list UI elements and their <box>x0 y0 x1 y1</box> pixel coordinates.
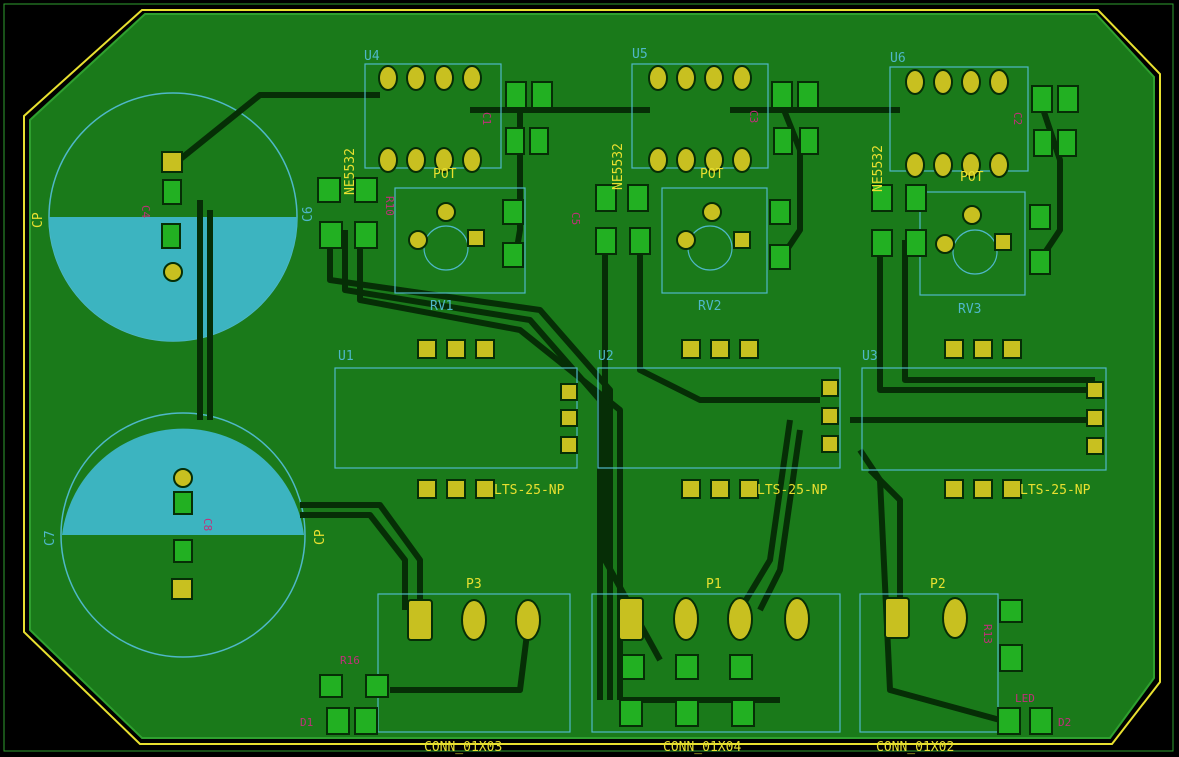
ic-ref-u5: U5 <box>632 47 648 62</box>
cap-c7-outline <box>60 412 306 658</box>
cap-c3-ref: C3 <box>747 110 760 123</box>
ic-pads <box>163 65 1009 488</box>
smd-pads <box>161 81 1079 735</box>
cap-c4-value: CP <box>31 212 46 228</box>
cap-c8-ref: C8 <box>201 518 214 531</box>
ic-ref-u4: U4 <box>364 49 380 64</box>
conn-value-p2: CONN_01X02 <box>876 740 954 755</box>
ic-value-u4: NE5532 <box>343 148 358 195</box>
cap-c5-ref: C5 <box>569 212 582 225</box>
board-frame <box>3 3 1174 752</box>
diode-d2-ref: D2 <box>1058 716 1071 729</box>
conn-ref-p2: P2 <box>930 577 946 592</box>
diode-d1-ref: D1 <box>300 716 313 729</box>
pot-value-rv1: POT <box>433 167 457 182</box>
cap-c1-ref: C1 <box>480 112 493 125</box>
ic-ref-u6: U6 <box>890 51 906 66</box>
ic-value-u6: NE5532 <box>871 145 886 192</box>
conn-value-p1: CONN_01X04 <box>663 740 741 755</box>
cap-c2-ref: C2 <box>1011 112 1024 125</box>
led-ref: LED <box>1015 692 1035 705</box>
sensor-value-u3: LTS-25-NP <box>1020 483 1091 498</box>
res-r16-ref: R16 <box>340 654 360 667</box>
ic-value-u5: NE5532 <box>611 143 626 190</box>
sensor-value-u1: LTS-25-NP <box>494 483 565 498</box>
pot-ref-rv2: RV2 <box>698 299 721 314</box>
pot-value-rv2: POT <box>700 167 724 182</box>
sensor-ref-u2: U2 <box>598 349 614 364</box>
tracks <box>171 92 1095 723</box>
square-pads <box>161 151 1104 600</box>
sensor-value-u2: LTS-25-NP <box>757 483 828 498</box>
pot-ref-rv3: RV3 <box>958 302 981 317</box>
pot-value-rv3: POT <box>960 170 984 185</box>
conn-ref-p1: P1 <box>706 577 722 592</box>
cap-c7-value: CP <box>313 529 328 545</box>
sensor-ref-u1: U1 <box>338 349 354 364</box>
conn-ref-p3: P3 <box>466 577 482 592</box>
res-r13-ref: R13 <box>981 624 994 644</box>
cap-c7-ref: C7 <box>43 530 58 546</box>
res-r10-ref: R10 <box>383 196 396 216</box>
board-edge <box>23 9 1161 745</box>
connector-pads <box>407 597 968 641</box>
conn-value-p3: CONN_01X03 <box>424 740 502 755</box>
sensor-ref-u3: U3 <box>862 349 878 364</box>
cap-c6-ref: C6 <box>301 206 316 222</box>
pot-ref-rv1: RV1 <box>430 299 453 314</box>
cap-c4-ref: C4 <box>139 205 152 219</box>
